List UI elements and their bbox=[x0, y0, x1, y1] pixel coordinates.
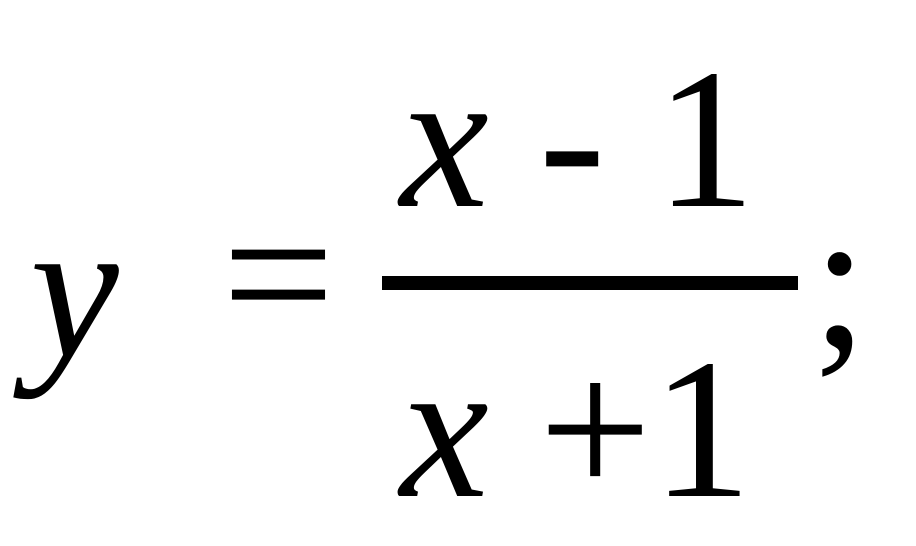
denominator-operator: + bbox=[538, 319, 652, 540]
numerator-constant: 1 bbox=[655, 29, 756, 250]
numerator: x - 1 bbox=[400, 40, 755, 240]
lhs-variable: y bbox=[30, 179, 119, 400]
denominator-variable: x bbox=[400, 319, 489, 540]
semicolon: ; bbox=[812, 169, 868, 390]
numerator-variable: x bbox=[400, 29, 489, 250]
numerator-operator: - bbox=[538, 29, 606, 250]
equals-sign: = bbox=[222, 164, 335, 385]
fraction-bar bbox=[382, 276, 798, 290]
denominator-constant: 1 bbox=[651, 319, 752, 540]
denominator: x +1 bbox=[400, 330, 752, 530]
